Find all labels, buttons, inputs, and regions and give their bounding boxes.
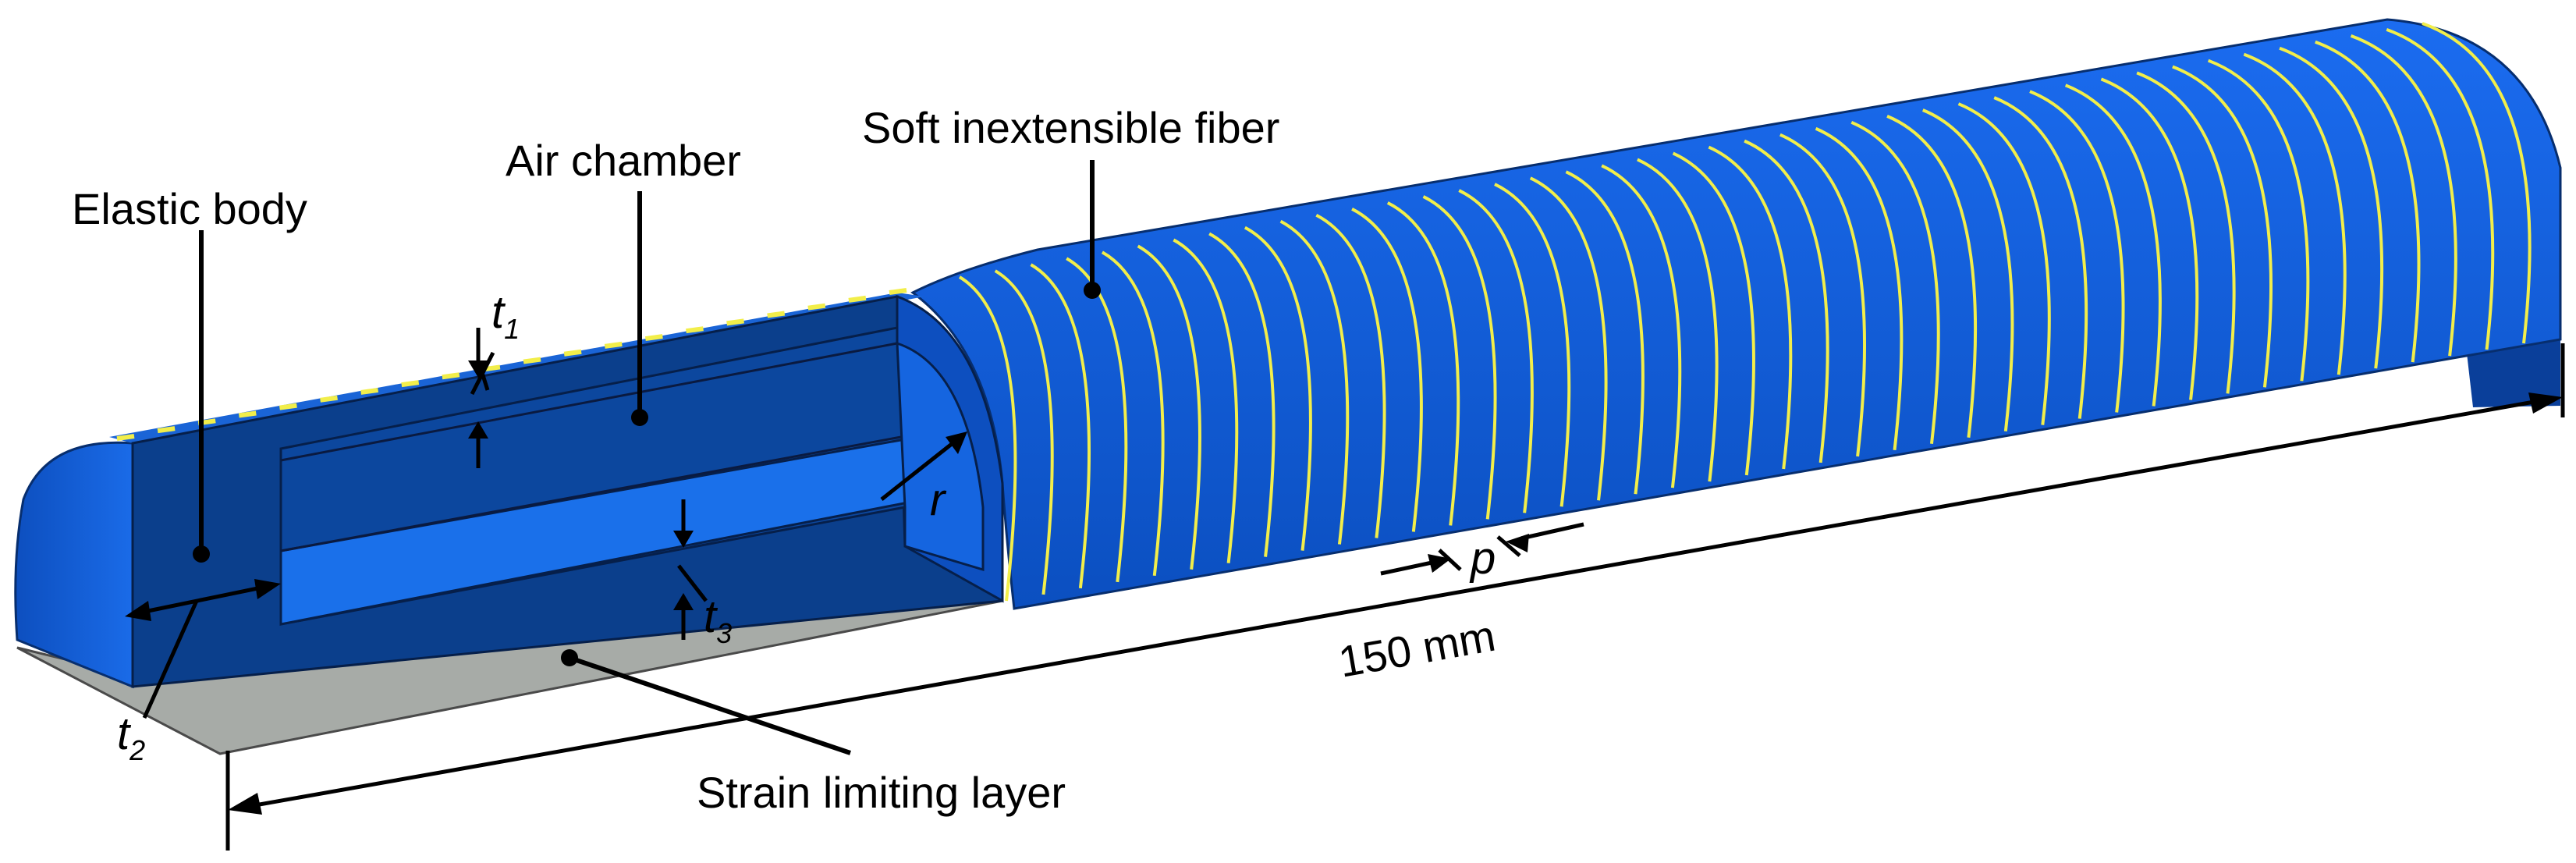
- fiber-ring: [1815, 126, 1904, 451]
- fiber-ring: [1244, 226, 1312, 551]
- fiber-ring: [1744, 139, 1829, 463]
- fiber-segment: [442, 372, 460, 380]
- fiber-group: [958, 22, 2532, 602]
- fiber-ring: [1708, 145, 1793, 470]
- fiber-ring: [2315, 40, 2421, 363]
- fiber-ring: [1030, 263, 1091, 589]
- strain-layer-label: Strain limiting layer: [697, 768, 1066, 817]
- fiber-segment: [726, 318, 744, 326]
- fiber-ring: [1993, 96, 2088, 419]
- fiber-ring: [2029, 90, 2125, 413]
- fiber-ring: [1779, 133, 1867, 457]
- fiber-ring: [1672, 151, 1755, 476]
- fiber-segment: [401, 380, 420, 388]
- fiber-ring: [1066, 257, 1128, 583]
- fiber-ring: [1886, 115, 1978, 438]
- fiber-ring: [1315, 213, 1386, 538]
- fiber-segment: [360, 387, 379, 395]
- fiber-segment: [238, 410, 257, 418]
- fiber-ring: [1921, 108, 2014, 432]
- fiber-ring: [2100, 77, 2199, 400]
- fiber-ring: [1957, 102, 2051, 425]
- t3-label: t3: [704, 591, 732, 649]
- fiber-ring: [2279, 46, 2384, 369]
- air-chamber-dot: [631, 409, 648, 426]
- chamber-end-inner: [896, 341, 985, 572]
- fiber-ring: [958, 275, 1017, 602]
- fiber-segment: [279, 403, 297, 410]
- length-label: 150 mm: [1335, 611, 1499, 687]
- fiber-segment: [807, 303, 826, 311]
- soft-fiber-label: Soft inextensible fiber: [862, 103, 1279, 152]
- fiber-ring: [2422, 22, 2532, 344]
- fiber-ring: [2207, 59, 2310, 382]
- fiber-ring: [1137, 244, 1201, 570]
- fibered-section-end: [2465, 339, 2560, 407]
- fiber-ring: [1850, 120, 1940, 445]
- fiber-ring: [2172, 65, 2273, 388]
- fiber-segment: [523, 357, 541, 364]
- fiber-ring: [1351, 208, 1423, 532]
- fiber-ring: [1101, 250, 1165, 577]
- fiber-ring: [994, 269, 1054, 595]
- length-dimension-line: [241, 397, 2548, 810]
- fiber-segment: [320, 395, 338, 403]
- soft-fiber-dot: [1084, 282, 1101, 299]
- r-label: r: [930, 474, 947, 525]
- strain-layer-dot: [561, 649, 578, 666]
- fiber-ring: [1565, 170, 1645, 495]
- fiber-ring: [2350, 34, 2457, 357]
- fiber-ring: [1637, 158, 1719, 482]
- fiber-ring: [1494, 183, 1571, 507]
- air-chamber-label: Air chamber: [506, 136, 741, 185]
- fiber-ring: [2386, 28, 2495, 350]
- fiber-segment: [563, 349, 582, 357]
- fiber-ring: [2064, 83, 2162, 407]
- fiber-ring: [1208, 232, 1276, 557]
- fiber-ring: [1601, 164, 1682, 488]
- front-fiber-group: [116, 288, 907, 441]
- fiber-ring: [1173, 238, 1239, 563]
- fiber-ring: [1386, 201, 1460, 526]
- fiber-ring: [1458, 189, 1534, 513]
- t1-label: t1: [491, 287, 520, 345]
- fiber-segment: [686, 326, 704, 334]
- elastic-body-label: Elastic body: [72, 184, 307, 233]
- fiber-segment: [644, 334, 663, 342]
- fiber-segment: [157, 426, 176, 434]
- p-label: p: [1469, 533, 1496, 584]
- fiber-segment: [116, 434, 135, 441]
- fiber-ring: [2136, 71, 2236, 394]
- fiber-ring: [2243, 52, 2347, 375]
- fiber-ring: [1529, 176, 1608, 501]
- fiber-segment: [848, 295, 867, 303]
- elastic-body-dot: [193, 545, 210, 563]
- fiber-segment: [889, 288, 907, 295]
- front-end-cap: [14, 441, 134, 689]
- fiber-segment: [767, 311, 786, 318]
- fiber-ring: [1279, 219, 1350, 545]
- strain-layer-leader: [569, 655, 851, 755]
- t2-label: t2: [117, 709, 145, 766]
- fibered-section-body: [910, 18, 2562, 610]
- fiber-segment: [604, 341, 623, 349]
- fiber-ring: [1422, 195, 1497, 520]
